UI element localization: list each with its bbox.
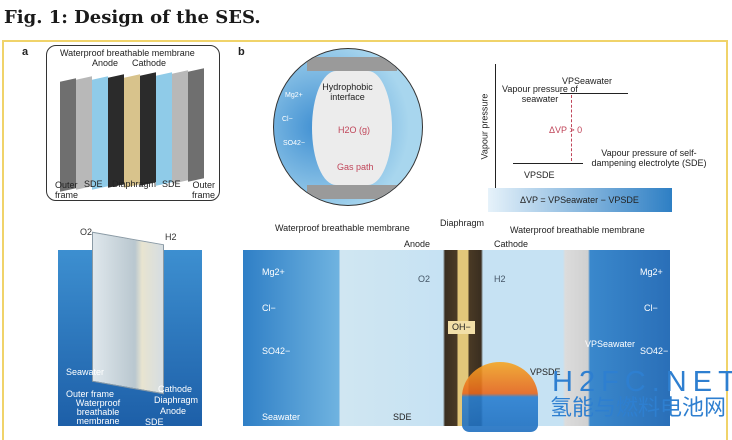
graph-sde-desc: Vapour pressure of self-dampening electr… xyxy=(591,148,707,168)
cs-sde: SDE xyxy=(393,412,412,422)
label-outer-frame-left: Outer frame xyxy=(55,180,79,200)
label-anode: Anode xyxy=(92,58,119,68)
inset-ion: Mg2+ xyxy=(285,92,303,99)
exploded-view-box xyxy=(46,45,220,201)
watermark-chinese: 氢能与燃料电池网 xyxy=(550,396,727,421)
watermark-brand: H2FC.NET xyxy=(552,366,732,398)
label-sde-left: SDE xyxy=(84,179,103,189)
seawater-label: Seawater xyxy=(66,367,105,377)
cs-ion-left: SO42− xyxy=(262,346,291,356)
device-sde: SDE xyxy=(145,417,164,427)
cs-vp-sde: VPSDE xyxy=(530,367,561,377)
cs-ion-left: Cl− xyxy=(262,303,276,313)
cs-o2: O2 xyxy=(418,274,431,284)
graph-formula: ΔVP = VPSeawater − VPSDE xyxy=(520,195,639,205)
label-sde-right: SDE xyxy=(162,179,181,189)
cs-ion-right: SO42− xyxy=(640,346,669,356)
graph-delta: ΔVP > 0 xyxy=(549,125,583,135)
figure-frame xyxy=(2,40,728,440)
inset-vapour: H2O (g) xyxy=(338,125,371,135)
inset-ion: Cl− xyxy=(282,116,293,123)
cs-ion-right: Cl− xyxy=(644,303,658,313)
cs-seawater: Seawater xyxy=(262,412,301,422)
gas-o2: O2 xyxy=(80,227,93,237)
cs-anode: Anode xyxy=(404,239,431,249)
cs-cathode: Cathode xyxy=(494,239,529,249)
cs-diaphragm: Diaphragm xyxy=(440,218,485,228)
graph-vp-seawater: VPSeawater xyxy=(562,76,613,86)
cs-membrane-left: Waterproof breathable membrane xyxy=(275,223,410,233)
panel-b-label: b xyxy=(238,46,245,58)
cs-membrane-right: Waterproof breathable membrane xyxy=(510,225,645,235)
sde-level xyxy=(513,163,583,164)
label-diaphragm: Diaphragm xyxy=(112,179,157,189)
graph-x-band xyxy=(488,188,672,212)
panel-a-label: a xyxy=(22,46,29,58)
inset-gas-path: Gas path xyxy=(337,162,374,172)
cs-vp-seawater: VPSeawater xyxy=(585,339,636,349)
label-membrane: Waterproof breathable membrane xyxy=(60,48,195,58)
cs-ion-right: Mg2+ xyxy=(640,267,663,277)
cs-h2: H2 xyxy=(494,274,506,284)
device-outer-frame: Outer frame xyxy=(66,389,115,399)
device-diaphragm: Diaphragm xyxy=(154,395,199,405)
inset-interface: Hydrophobic interface xyxy=(322,82,373,102)
gas-h2: H2 xyxy=(165,232,177,242)
cs-ion-left: Mg2+ xyxy=(262,267,285,277)
seawater-level xyxy=(560,93,628,94)
label-cathode: Cathode xyxy=(132,58,167,68)
graph-y-axis xyxy=(495,64,496,190)
device-cathode: Cathode xyxy=(158,384,193,394)
cs-oh: OH− xyxy=(448,321,475,334)
device-anode: Anode xyxy=(160,406,187,416)
graph-seawater-desc: Vapour pressure of seawater xyxy=(502,84,578,104)
delta-arrow xyxy=(571,95,572,161)
figure-title: Fig. 1: Design of the SES. xyxy=(4,7,261,28)
graph-ylabel: Vapour pressure xyxy=(479,93,490,160)
label-outer-frame-right: Outer frame xyxy=(191,180,215,200)
graph-vp-sde: VPSDE xyxy=(524,170,555,180)
inset-magnifier xyxy=(273,48,423,206)
watermark-logo-icon xyxy=(462,362,538,432)
device-membrane: Waterproof breathable membrane xyxy=(75,398,121,426)
cross-section xyxy=(243,250,670,426)
inset-ion: SO42− xyxy=(283,140,305,147)
